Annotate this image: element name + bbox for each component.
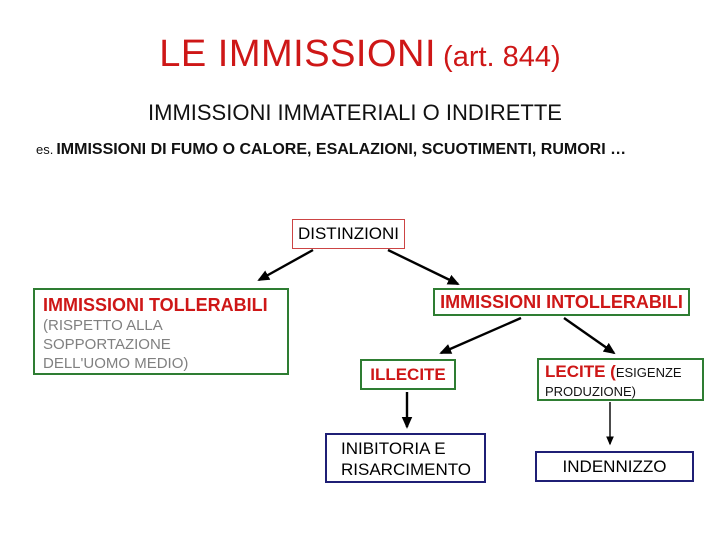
node-illecite: ILLECITE [360, 359, 456, 390]
example-text: IMMISSIONI DI FUMO O CALORE, ESALAZIONI,… [56, 141, 627, 158]
node-tollerabili-title: IMMISSIONI TOLLERABILI [43, 295, 268, 315]
node-lecite: LECITE (ESIGENZE PRODUZIONE) [537, 358, 704, 401]
example-prefix: es. [36, 142, 54, 157]
node-intollerabili: IMMISSIONI INTOLLERABILI [433, 288, 690, 316]
example-line: es.IMMISSIONI DI FUMO O CALORE, ESALAZIO… [36, 141, 626, 159]
node-lecite-note: ESIGENZE PRODUZIONE) [545, 365, 682, 399]
page-title-main: LE IMMISSIONI [159, 33, 437, 75]
node-tollerabili-note: (RISPETTO ALLA SOPPORTAZIONE DELL'UOMO M… [43, 317, 189, 372]
node-indennizzo-label: INDENNIZZO [562, 456, 667, 476]
node-tollerabili: IMMISSIONI TOLLERABILI (RISPETTO ALLA SO… [33, 288, 289, 375]
node-distinzioni: DISTINZIONI [292, 219, 405, 249]
node-indennizzo: INDENNIZZO [535, 451, 694, 482]
arrow-intollerabili-to-illecite [439, 316, 522, 355]
page-subtitle: IMMISSIONI IMMATERIALI O INDIRETTE [148, 100, 562, 125]
node-illecite-label: ILLECITE [370, 364, 446, 384]
node-inibitoria-label: INIBITORIA E RISARCIMENTO [341, 439, 472, 479]
node-distinzioni-label: DISTINZIONI [297, 224, 400, 243]
arrow-distinzioni-to-tollerabili [257, 248, 314, 282]
node-lecite-label: LECITE ( [545, 362, 616, 381]
page-title-suffix: (art. 844) [443, 41, 561, 73]
node-inibitoria: INIBITORIA E RISARCIMENTO [325, 433, 486, 483]
arrow-intollerabili-to-lecite [563, 317, 616, 355]
arrow-distinzioni-to-intollerabili [387, 248, 460, 286]
page-title: LE IMMISSIONI(art. 844) [0, 33, 720, 76]
node-intollerabili-title: IMMISSIONI INTOLLERABILI [440, 291, 683, 312]
